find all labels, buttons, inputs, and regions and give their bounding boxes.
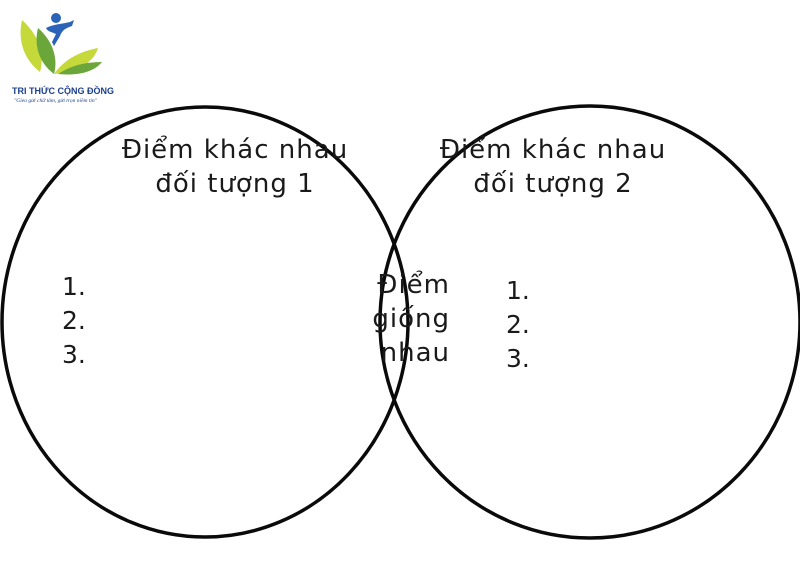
right-list-item: 1.	[506, 276, 530, 305]
right-circle	[378, 104, 800, 540]
brand-logo: TRI THỨC CỘNG ĐỒNG "Gieo gửi chữ tâm, gử…	[8, 8, 116, 108]
center-line2: giống	[372, 304, 450, 334]
right-title-line2: đối tượng 2	[473, 169, 633, 199]
left-list-item: 2.	[62, 306, 86, 335]
center-line3: nhau	[380, 338, 450, 368]
left-title-line1: Điểm khác nhau	[121, 135, 349, 165]
left-list-item: 3.	[62, 340, 86, 369]
logo-slogan: "Gieo gửi chữ tâm, gửi trọn niềm tin"	[14, 98, 97, 104]
logo-name: TRI THỨC CỘNG ĐỒNG	[12, 86, 114, 96]
right-list-item: 3.	[506, 344, 530, 373]
center-line1: Điểm	[377, 270, 450, 300]
right-list: 1. 2. 3.	[506, 274, 530, 376]
left-circle	[0, 105, 410, 539]
left-list: 1. 2. 3.	[62, 270, 86, 372]
intersection-label: Điểm giống nhau	[340, 268, 450, 370]
left-circle-title: Điểm khác nhau đối tượng 1	[100, 133, 370, 201]
left-title-line2: đối tượng 1	[155, 169, 315, 199]
logo-leaves-icon	[20, 13, 102, 75]
right-list-item: 2.	[506, 310, 530, 339]
right-circle-title: Điểm khác nhau đối tượng 2	[418, 133, 688, 201]
right-title-line1: Điểm khác nhau	[439, 135, 667, 165]
left-list-item: 1.	[62, 272, 86, 301]
